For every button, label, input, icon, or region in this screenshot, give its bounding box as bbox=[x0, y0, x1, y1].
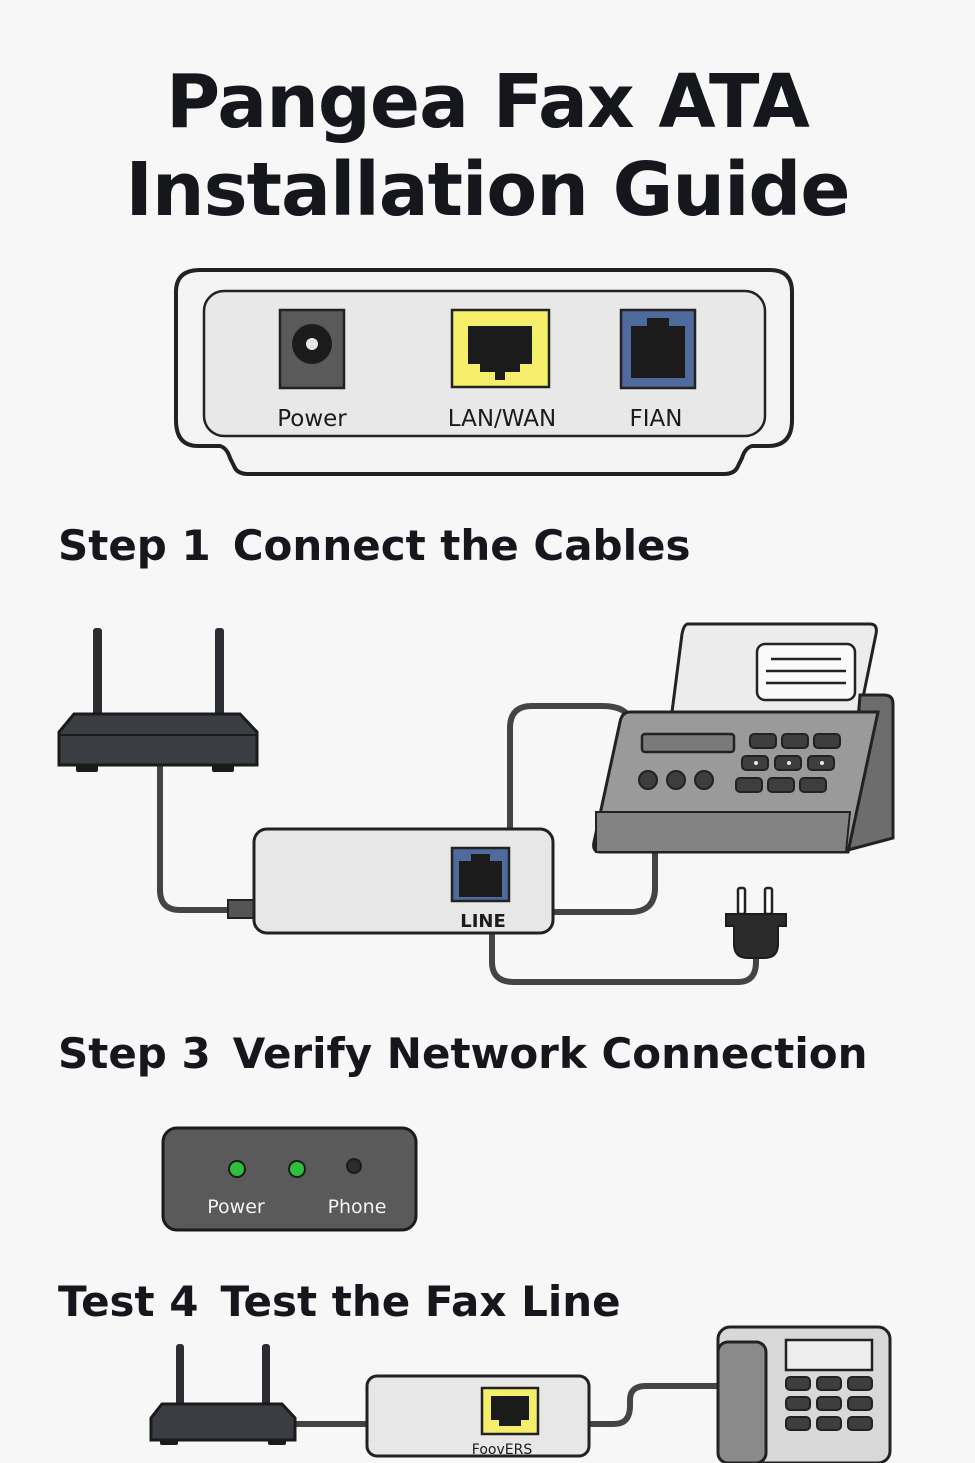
ata-line-label: LINE bbox=[460, 911, 506, 932]
step-1-number: Step 1 bbox=[58, 521, 211, 570]
phone-led bbox=[346, 1158, 362, 1174]
ethernet-port-icon bbox=[480, 1386, 540, 1436]
power-jack-icon bbox=[278, 308, 346, 390]
router-icon bbox=[149, 1344, 297, 1445]
step-1-illustration: LINE bbox=[57, 622, 895, 985]
led-label-power: Power bbox=[207, 1196, 265, 1218]
title-line-2: Installation Guide bbox=[125, 147, 850, 233]
step-4-text: Test the Fax Line bbox=[220, 1277, 621, 1326]
desk-phone-icon bbox=[716, 1325, 892, 1463]
port-label-lan-wan: LAN/WAN bbox=[448, 406, 556, 432]
network-led bbox=[288, 1160, 306, 1178]
status-led-panel: Power Phone bbox=[161, 1126, 418, 1232]
title-line-1: Pangea Fax ATA bbox=[166, 59, 810, 145]
fax-machine-icon bbox=[592, 622, 895, 854]
ata-adapter-icon: FoovERS bbox=[365, 1374, 591, 1458]
ethernet-port-icon bbox=[450, 308, 551, 389]
port-label-fian: FIAN bbox=[630, 406, 683, 432]
router-icon bbox=[57, 628, 259, 772]
step-3-number: Step 3 bbox=[58, 1029, 211, 1078]
port-label-power: Power bbox=[277, 406, 347, 432]
step-4-illustration: FoovERS bbox=[149, 1325, 892, 1463]
ata-port-label: FoovERS bbox=[472, 1442, 533, 1458]
ata-adapter-icon: LINE bbox=[227, 827, 555, 935]
line-port-icon bbox=[450, 846, 511, 903]
step-4-number: Test 4 bbox=[58, 1277, 199, 1326]
step-1-text: Connect the Cables bbox=[232, 521, 691, 570]
step-3-heading: Step 3 Verify Network Connection bbox=[58, 1029, 868, 1079]
page-title: Pangea Fax ATA Installation Guide bbox=[0, 58, 975, 234]
power-led bbox=[228, 1160, 246, 1178]
step-1-heading: Step 1 Connect the Cables bbox=[58, 521, 691, 571]
step-4-heading: Test 4 Test the Fax Line bbox=[58, 1277, 621, 1327]
phone-port-icon bbox=[619, 308, 697, 390]
power-plug-icon bbox=[725, 886, 787, 959]
led-label-phone: Phone bbox=[328, 1196, 387, 1218]
step-3-text: Verify Network Connection bbox=[232, 1029, 868, 1078]
ata-rear-panel: Power LAN/WAN FIAN bbox=[174, 268, 794, 476]
